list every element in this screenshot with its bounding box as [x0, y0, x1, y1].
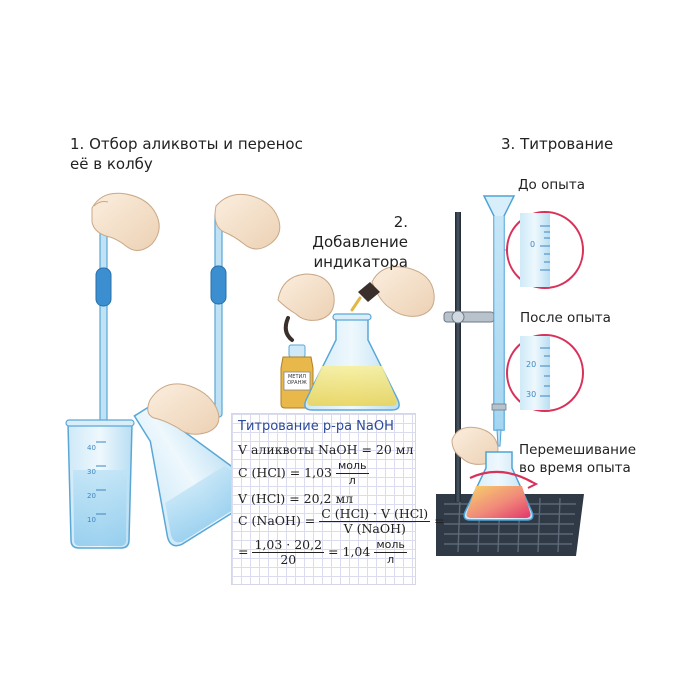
calc-equals: = — [434, 513, 445, 528]
dropper-hand — [350, 266, 435, 317]
label-after: После опыта — [520, 310, 611, 326]
result-unit-numerator: моль — [374, 538, 407, 553]
beaker-mark-30: 30 — [87, 468, 96, 476]
stand-rod — [455, 212, 461, 502]
step1-caption-line2: её в колбу — [70, 155, 153, 173]
hand-with-cap — [277, 273, 335, 342]
beaker-mark-40: 40 — [87, 444, 96, 452]
burette-after-mark-30: 30 — [526, 390, 537, 399]
calc-result-value: = 1,04 — [328, 544, 371, 559]
beaker-mark-10: 10 — [87, 516, 96, 524]
unit-numerator: моль — [336, 459, 369, 474]
titration-flask — [463, 451, 539, 521]
calc-c-naoh-fraction: C (HCl) · V (HCl) V (NaOH) — [319, 506, 431, 536]
calc-line-c-naoh: C (NaOH) = C (HCl) · V (HCl) V (NaOH) = — [238, 507, 445, 536]
frac-numerator: C (HCl) · V (HCl) — [319, 506, 431, 522]
graduated-beaker — [65, 419, 135, 549]
pipette-1 — [95, 211, 112, 428]
calc-line-v-hcl: V (HCl) = 20,2 мл — [238, 491, 354, 506]
step1-caption: 1. Отбор аликвоты и перенос её в колбу — [70, 134, 303, 174]
calc-c-hcl-value: C (HCl) = 1,03 — [238, 465, 333, 480]
magnifier-before — [504, 211, 584, 289]
label-stirring-line2: во время опыта — [519, 460, 631, 476]
burette — [482, 195, 516, 447]
calc-unit-mol-per-l: моль л — [336, 459, 369, 488]
result-numerator: 1,03 · 20,2 — [252, 537, 325, 553]
step2-caption-line1: 2. Добавление — [312, 213, 408, 251]
result-denominator: 20 — [280, 552, 297, 567]
step2-caption: 2. Добавление индикатора — [296, 212, 408, 272]
label-stirring-line1: Перемешивание — [519, 442, 637, 458]
burette-clamp — [443, 310, 495, 324]
magnifier-after — [506, 334, 584, 412]
calc-line-c-hcl: C (HCl) = 1,03 моль л — [238, 459, 369, 488]
calc-line-aliquot: V аликвоты NaOH = 20 мл — [238, 442, 414, 457]
calc-result-unit: моль л — [374, 538, 407, 567]
calculation-sheet — [231, 413, 416, 585]
burette-after-mark-20: 20 — [526, 360, 537, 369]
beaker-mark-20: 20 — [87, 492, 96, 500]
pipette-2 — [210, 211, 227, 418]
result-unit-denominator: л — [387, 553, 395, 566]
label-before: До опыта — [518, 177, 585, 193]
frac-denominator: V (NaOH) — [343, 521, 406, 536]
step1-caption-line1: 1. Отбор аликвоты и перенос — [70, 135, 303, 153]
calc-result-equals: = — [238, 544, 249, 559]
step2-caption-line2: индикатора — [313, 253, 408, 271]
calc-title: Титрование р-ра NaOH — [238, 419, 394, 434]
calc-c-naoh-label: C (NaOH) = — [238, 513, 316, 528]
beaker-scale: 40 30 20 10 — [87, 436, 96, 532]
calc-line-result: = 1,03 · 20,2 20 = 1,04 моль л — [238, 538, 407, 567]
hand-1 — [91, 192, 160, 251]
label-stirring: Перемешивание во время опыта — [519, 441, 636, 477]
hand-3 — [147, 383, 220, 435]
indicator-bottle-label: МЕТИЛ ОРАНЖ — [287, 374, 307, 386]
burette-before-mark: 0 — [530, 240, 536, 249]
calc-result-fraction: 1,03 · 20,2 20 — [252, 537, 325, 567]
indicator-bottle — [280, 344, 314, 409]
conical-flask-yellow — [304, 313, 400, 411]
hand-2 — [214, 193, 281, 250]
step3-title: 3. Титрование — [501, 135, 614, 153]
unit-denominator: л — [348, 474, 356, 487]
